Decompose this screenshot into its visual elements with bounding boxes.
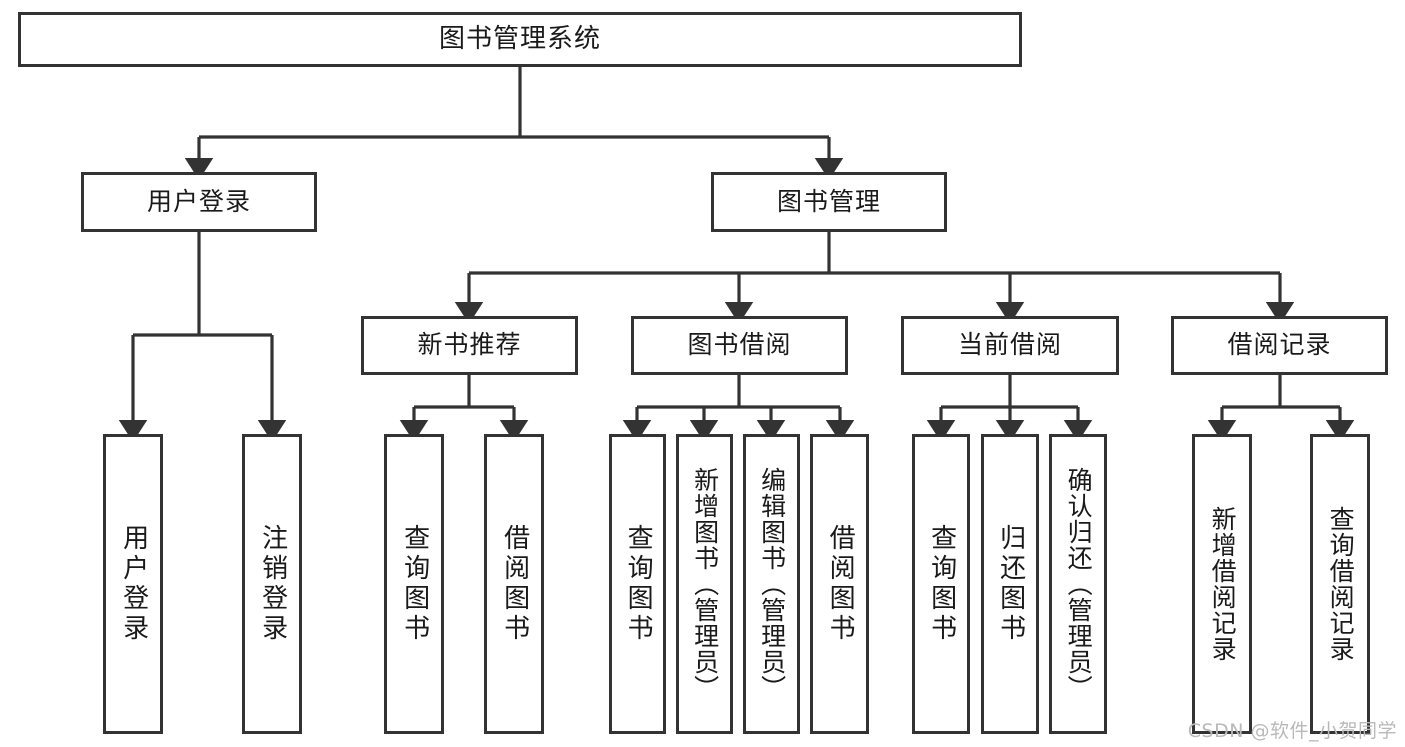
node-root-system-label: 图书管理系统 <box>438 23 601 54</box>
leaf-borrow-records-query-record[interactable]: 查询借阅记录 <box>1310 434 1370 734</box>
node-root-system[interactable]: 图书管理系统 <box>18 12 1022 67</box>
leaf-book-borrow-query-book[interactable]: 查询图书 <box>609 434 666 734</box>
leaf-current-borrow-confirm-return-label: 确认归还（管理员） <box>1064 467 1094 701</box>
leaf-book-borrow-borrow-book[interactable]: 借阅图书 <box>810 434 869 734</box>
leaf-current-borrow-query-book[interactable]: 查询图书 <box>912 434 970 734</box>
node-book-borrow-label: 图书借阅 <box>687 330 792 360</box>
leaf-current-borrow-return-book-label: 归还图书 <box>995 524 1026 644</box>
node-book-management[interactable]: 图书管理 <box>711 172 947 232</box>
node-new-book-recommend-label: 新书推荐 <box>417 330 522 360</box>
node-current-borrow[interactable]: 当前借阅 <box>901 316 1119 375</box>
node-borrow-records-label: 借阅记录 <box>1227 330 1332 360</box>
csdn-watermark: CSDN @软件_小贺同学 <box>1187 720 1397 742</box>
leaf-user-login-login-label: 用户登录 <box>118 524 149 644</box>
leaf-new-book-query-book[interactable]: 查询图书 <box>384 434 444 734</box>
leaf-borrow-records-query-record-label: 查询借阅记录 <box>1326 506 1356 662</box>
leaf-book-borrow-query-book-label: 查询图书 <box>623 524 654 644</box>
leaf-current-borrow-query-book-label: 查询图书 <box>926 524 957 644</box>
leaf-current-borrow-confirm-return[interactable]: 确认归还（管理员） <box>1049 434 1107 734</box>
leaf-book-borrow-borrow-book-label: 借阅图书 <box>825 524 856 644</box>
node-user-login-label: 用户登录 <box>146 186 251 216</box>
leaf-borrow-records-add-record-label: 新增借阅记录 <box>1208 506 1238 662</box>
leaf-current-borrow-return-book[interactable]: 归还图书 <box>981 434 1039 734</box>
leaf-user-login-login[interactable]: 用户登录 <box>103 434 163 734</box>
leaf-new-book-query-book-label: 查询图书 <box>399 524 430 644</box>
leaf-new-book-borrow-book[interactable]: 借阅图书 <box>484 434 544 734</box>
leaf-book-borrow-add-book-label: 新增图书（管理员） <box>690 467 720 701</box>
node-new-book-recommend[interactable]: 新书推荐 <box>361 316 578 375</box>
leaf-new-book-borrow-book-label: 借阅图书 <box>499 524 530 644</box>
leaf-user-login-logout[interactable]: 注销登录 <box>242 434 302 734</box>
node-book-borrow[interactable]: 图书借阅 <box>631 316 848 375</box>
node-current-borrow-label: 当前借阅 <box>957 330 1062 360</box>
leaf-book-borrow-edit-book[interactable]: 编辑图书（管理员） <box>743 434 800 734</box>
node-user-login[interactable]: 用户登录 <box>81 172 317 232</box>
leaf-borrow-records-add-record[interactable]: 新增借阅记录 <box>1192 434 1252 734</box>
node-book-management-label: 图书管理 <box>776 186 881 216</box>
leaf-book-borrow-edit-book-label: 编辑图书（管理员） <box>757 467 787 701</box>
leaf-book-borrow-add-book[interactable]: 新增图书（管理员） <box>676 434 733 734</box>
leaf-user-login-logout-label: 注销登录 <box>257 524 288 644</box>
node-borrow-records[interactable]: 借阅记录 <box>1171 316 1388 375</box>
